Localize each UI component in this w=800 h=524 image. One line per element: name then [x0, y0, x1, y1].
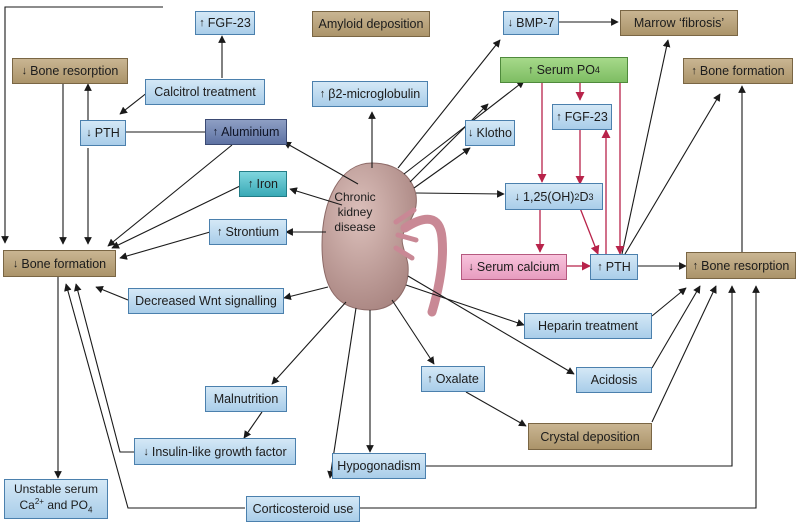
unstable-serum-line1: Unstable serum — [13, 482, 99, 497]
marrow-label: Marrow ‘fibrosis’ — [633, 16, 725, 30]
oxalate-box: ↑Oxalate — [421, 366, 485, 392]
bone-resorption-right-box: ↑Bone resorption — [686, 252, 796, 279]
ckd-label-line3: disease — [334, 220, 376, 234]
increase-arrow-icon: ↑ — [692, 259, 699, 272]
bone-resorption-right-label: Bone resorption — [701, 258, 790, 273]
pth-right-label: PTH — [605, 260, 631, 274]
b2m-label: β2-microglobulin — [328, 87, 421, 101]
hypogonadism-box: Hypogonadism — [332, 453, 426, 479]
crystal-box: Crystal deposition — [528, 423, 652, 450]
increase-arrow-icon: ↑ — [556, 111, 562, 123]
ckd-label-line2: kidney — [337, 205, 373, 219]
igf-box: ↓Insulin-like growth factor — [134, 438, 296, 465]
acidosis-box: Acidosis — [576, 367, 652, 393]
pth-left-label: PTH — [94, 126, 120, 140]
bmp7-box: ↓BMP-7 — [503, 11, 559, 35]
increase-arrow-icon: ↑ — [212, 126, 219, 138]
malnutrition-box: Malnutrition — [205, 386, 287, 412]
decrease-arrow-icon: ↓ — [143, 445, 149, 458]
pth-left-box: ↓PTH — [80, 120, 126, 146]
klotho-box: ↓Klotho — [465, 120, 515, 146]
bone-formation-right-label: Bone formation — [699, 64, 785, 78]
increase-arrow-icon: ↑ — [217, 226, 223, 238]
increase-arrow-icon: ↑ — [597, 261, 603, 273]
bone-resorption-left-label: Bone resorption — [30, 64, 119, 78]
hypogonadism-label: Hypogonadism — [337, 459, 421, 473]
serum-po4-subscript: 4 — [594, 65, 600, 75]
increase-arrow-icon: ↑ — [528, 64, 534, 76]
serum-calcium-box: ↓Serum calcium — [461, 254, 567, 280]
amyloid-label: Amyloid deposition — [318, 17, 424, 31]
increase-arrow-icon: ↑ — [199, 17, 205, 29]
fgf23-top-label: FGF-23 — [207, 16, 251, 30]
fgf23-top-box: ↑FGF-23 — [195, 11, 255, 35]
decrease-arrow-icon: ↓ — [468, 261, 474, 273]
bone-formation-left-box: ↓Bone formation — [3, 250, 116, 277]
aluminium-box: ↑Aluminium — [205, 119, 287, 145]
decrease-arrow-icon: ↓ — [514, 190, 521, 203]
increase-arrow-icon: ↑ — [319, 88, 326, 100]
acidosis-label: Acidosis — [590, 373, 638, 387]
wnt-box: Decreased Wnt signalling — [128, 288, 284, 314]
marrow-box: Marrow ‘fibrosis’ — [620, 10, 738, 36]
fgf23-mid-box: ↑FGF-23 — [552, 104, 612, 130]
crystal-label: Crystal deposition — [540, 429, 640, 444]
corticosteroid-box: Corticosteroid use — [246, 496, 360, 522]
ureter — [400, 214, 447, 317]
decrease-arrow-icon: ↓ — [86, 127, 92, 139]
decrease-arrow-icon: ↓ — [12, 257, 19, 270]
vitd-label: 1,25(OH) — [523, 189, 575, 204]
black-arrows — [1, 6, 760, 509]
vitd-subscript-2: 3 — [588, 191, 594, 202]
vitd-subscript-1: 2 — [574, 191, 580, 202]
malnutrition-label: Malnutrition — [213, 392, 279, 406]
bmp7-label: BMP-7 — [516, 16, 555, 30]
bone-resorption-left-box: ↓Bone resorption — [12, 58, 128, 84]
bone-formation-right-box: ↑Bone formation — [683, 58, 793, 84]
aluminium-label: Aluminium — [221, 125, 280, 139]
calcitrol-label: Calcitrol treatment — [154, 85, 256, 99]
strontium-label: Strontium — [225, 225, 280, 239]
unstable-po-label: and PO — [43, 498, 89, 513]
serum-po4-label: Serum PO — [536, 63, 595, 77]
vitd-label-d: D — [579, 189, 589, 204]
strontium-box: ↑Strontium — [209, 219, 287, 245]
bone-formation-left-label: Bone formation — [21, 256, 107, 271]
decrease-arrow-icon: ↓ — [21, 65, 28, 77]
increase-arrow-icon: ↑ — [691, 65, 697, 77]
increase-arrow-icon: ↑ — [247, 178, 254, 190]
amyloid-box: Amyloid deposition — [312, 11, 430, 37]
wnt-label: Decreased Wnt signalling — [135, 294, 277, 308]
kidney-illustration — [321, 162, 447, 317]
calcitrol-box: Calcitrol treatment — [145, 79, 265, 105]
ckd-label: Chronic kidney disease — [324, 190, 386, 235]
iron-box: ↑Iron — [239, 171, 287, 197]
klotho-label: Klotho — [476, 126, 512, 140]
heparin-label: Heparin treatment — [537, 319, 639, 333]
unstable-serum-line2: Ca2+ and PO4 — [14, 497, 98, 515]
heparin-box: Heparin treatment — [524, 313, 652, 339]
pth-right-box: ↑PTH — [590, 254, 638, 280]
unstable-ca-label: Ca — [19, 498, 35, 513]
serum-calcium-label: Serum calcium — [476, 260, 560, 274]
unstable-serum-box: Unstable serum Ca2+ and PO4 — [4, 479, 108, 519]
decrease-arrow-icon: ↓ — [468, 127, 474, 139]
b2m-box: ↑β2-microglobulin — [312, 81, 428, 107]
fgf23-mid-label: FGF-23 — [564, 110, 608, 124]
red-arrows — [535, 82, 625, 271]
increase-arrow-icon: ↑ — [427, 373, 433, 385]
igf-label: Insulin-like growth factor — [151, 444, 287, 459]
ckd-label-line1: Chronic — [334, 190, 376, 204]
unstable-po-subscript: 4 — [88, 505, 93, 515]
oxalate-label: Oxalate — [435, 372, 479, 386]
corticosteroid-label: Corticosteroid use — [252, 502, 354, 516]
unstable-ca-superscript: 2+ — [34, 497, 44, 507]
iron-label: Iron — [256, 177, 279, 191]
decrease-arrow-icon: ↓ — [507, 17, 514, 29]
